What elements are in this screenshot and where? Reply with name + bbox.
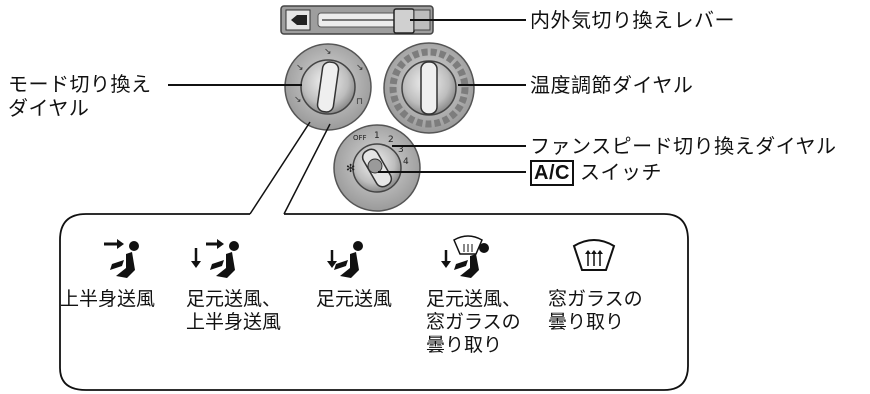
mode-dial-label-line1: モード切り換え <box>8 72 152 96</box>
fan-dial-label: ファンスピード切り換えダイヤル <box>530 134 837 158</box>
face-vent-icon <box>104 239 139 278</box>
defrost-icon <box>572 239 616 271</box>
fan-icon: ✻ <box>346 162 355 175</box>
svg-text:↘: ↘ <box>324 47 332 57</box>
caption-line: 窓ガラスの <box>426 311 521 333</box>
caption-line: 足元送風、 <box>186 288 282 310</box>
fan-scale-off: OFF <box>353 134 367 142</box>
bi-level-vent-icon <box>191 239 239 278</box>
temp-dial-label: 温度調節ダイヤル <box>530 73 694 97</box>
fan-scale-4: 4 <box>403 157 409 167</box>
mode-caption-defrost: 窓ガラスの 曇り取り <box>548 288 643 334</box>
recirc-icon <box>291 15 307 25</box>
svg-text:⊓: ⊓ <box>356 97 363 107</box>
caption-line: 足元送風、 <box>426 288 522 310</box>
mode-caption-face: 上半身送風 <box>60 288 155 311</box>
leader-lines <box>168 19 526 173</box>
svg-text:↘: ↘ <box>296 63 304 73</box>
mode-dial[interactable]: ↘ ↘ ↘ ↘ ⊓ <box>284 43 372 131</box>
temperature-dial[interactable] <box>383 42 475 134</box>
recirc-lever-label: 内外気切り換えレバー <box>530 8 735 32</box>
caption-line: 足元送風 <box>316 288 393 310</box>
caption-line: 曇り取り <box>426 334 503 356</box>
mode-dial-label-line2: ダイヤル <box>8 96 90 120</box>
fan-scale-1: 1 <box>374 131 380 141</box>
svg-text:↘: ↘ <box>294 95 302 105</box>
foot-defrost-icon <box>441 235 489 278</box>
fan-scale-3: 3 <box>398 145 404 155</box>
fan-speed-dial[interactable]: ✻ OFF 1 2 3 4 <box>333 124 421 212</box>
ac-switch-text: スイッチ <box>579 160 662 184</box>
caption-line: 窓ガラスの <box>548 288 643 310</box>
caption-line: 上半身送風 <box>60 288 156 310</box>
ac-button[interactable] <box>367 158 383 174</box>
ac-tag: A/C <box>530 160 574 186</box>
fan-scale-2: 2 <box>388 135 394 145</box>
mode-caption-bilevel: 足元送風、 上半身送風 <box>186 288 281 334</box>
foot-vent-icon <box>327 241 363 278</box>
callout-funnel <box>249 121 331 215</box>
modes-panel <box>59 213 689 391</box>
caption-line: 曇り取り <box>548 311 625 333</box>
caption-line: 上半身送風 <box>186 311 282 333</box>
mode-caption-foot-defrost: 足元送風、 窓ガラスの 曇り取り <box>426 288 521 357</box>
svg-text:↘: ↘ <box>356 63 364 73</box>
mode-caption-foot: 足元送風 <box>316 288 392 311</box>
